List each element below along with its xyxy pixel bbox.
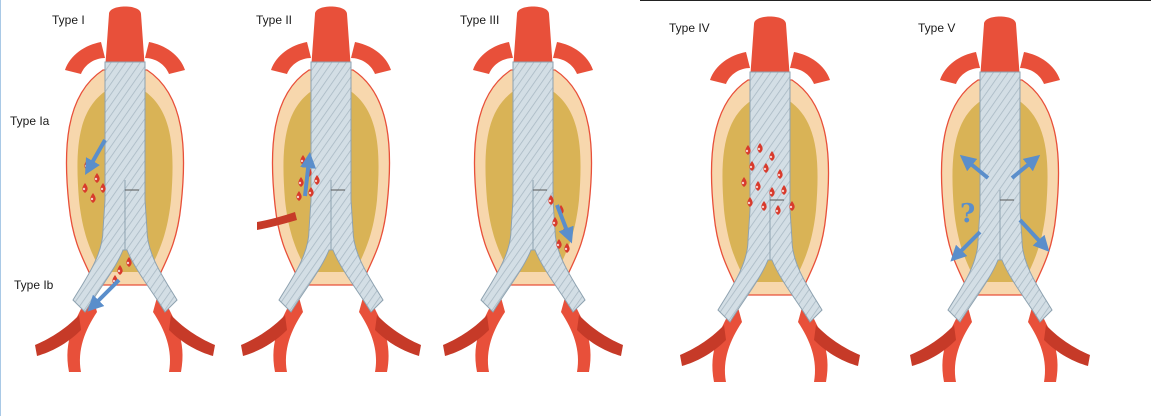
arch-branch-left [710,52,750,84]
aortic-neck [105,7,145,71]
arch-branch-right [790,52,830,84]
aortic-neck [980,17,1020,81]
label-type-ii: Type II [256,13,292,27]
figure-type2 [241,7,421,373]
label-type-iii: Type III [460,13,499,27]
label-type-i: Type I [52,13,85,27]
arch-branch-left [473,42,513,74]
aortic-neck [311,7,351,71]
figure-type5: ? [910,17,1090,383]
arch-branch-left [271,42,311,74]
label-type-v: Type V [918,21,955,35]
arch-branch-right [351,42,391,74]
label-type-ib: Type Ib [14,278,53,292]
arch-branch-right [553,42,593,74]
label-type-iv: Type IV [669,21,710,35]
figure-type3 [443,7,623,373]
unknown-source-mark: ? [960,199,975,229]
arch-branch-right [145,42,185,74]
figure-type1 [35,7,215,373]
arch-branch-left [940,52,980,84]
arch-branch-right [1020,52,1060,84]
aortic-neck [513,7,553,71]
figure-type4 [680,17,860,383]
label-type-ia: Type Ia [10,114,49,128]
arch-branch-left [65,42,105,74]
aortic-neck [750,17,790,81]
